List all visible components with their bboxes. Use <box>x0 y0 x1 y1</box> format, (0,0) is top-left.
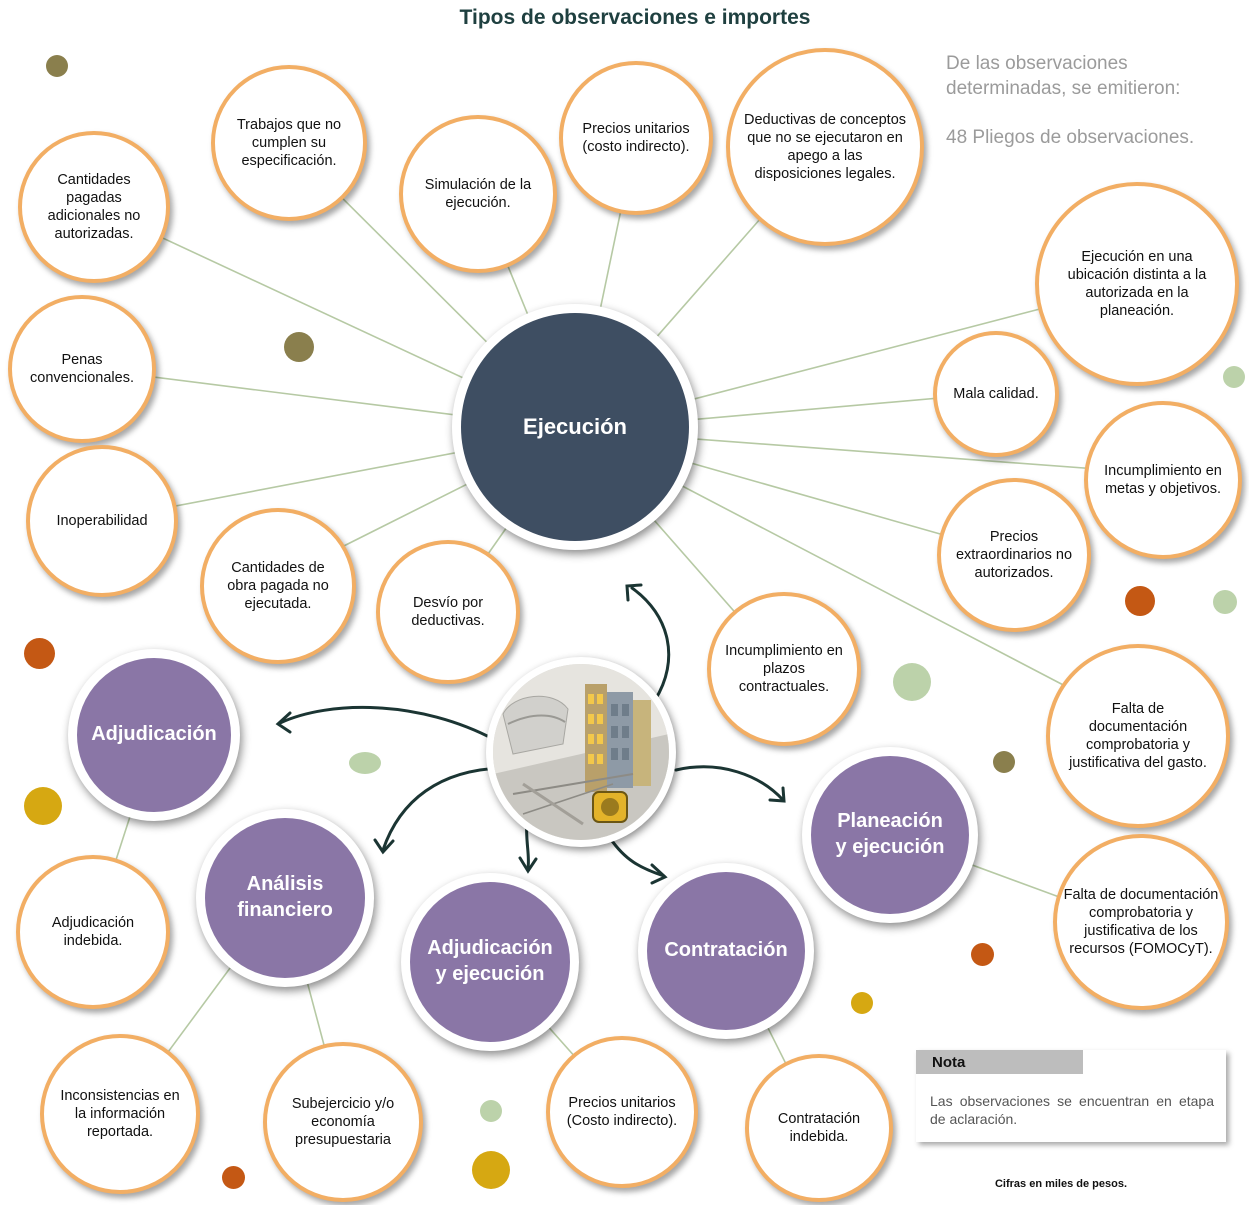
arrow-to-ejecucion <box>630 586 671 702</box>
decor-dot <box>24 787 62 825</box>
obs-incumplimiento-plazos: Incumplimiento en plazos contractuales. <box>707 592 861 746</box>
obs-precios-unitarios-2: Precios unitarios (Costo indirecto). <box>546 1036 698 1188</box>
obs-contratacion-indebida: Contratación indebida. <box>745 1054 893 1202</box>
obs-label: Subejercicio y/o economía presupuestaria <box>291 1095 395 1149</box>
decor-dot <box>349 752 381 774</box>
obs-mala-calidad: Mala calidad. <box>933 331 1059 457</box>
decor-dot <box>472 1151 510 1189</box>
obs-subejercicio: Subejercicio y/o economía presupuestaria <box>263 1042 423 1202</box>
obs-label: Ejecución en una ubicación distinta a la… <box>1067 248 1207 320</box>
arrow-to-planeacion <box>674 765 785 802</box>
obs-inoperabilidad: Inoperabilidad <box>26 445 178 597</box>
arrow-to-adjudicacion <box>278 705 497 742</box>
decor-dot <box>1213 590 1237 614</box>
obs-label: Desvío por deductivas. <box>411 594 485 629</box>
construction-illustration <box>493 664 669 840</box>
obs-label: Contratación indebida. <box>777 1110 861 1145</box>
hub-label: Contratación <box>664 939 788 962</box>
decor-dot <box>46 55 68 77</box>
obs-label: Incumplimiento en plazos contractuales. <box>725 642 843 696</box>
decor-dot <box>851 992 873 1014</box>
hub-label: Planeación y ejecución <box>835 810 945 858</box>
obs-label: Adjudicación indebida. <box>51 914 135 949</box>
obs-label: Deductivas de conceptos que no se ejecut… <box>744 111 907 183</box>
obs-label: Cantidades de obra pagada no ejecutada. <box>227 559 329 613</box>
obs-label: Mala calidad. <box>953 385 1039 402</box>
hub-contratacion: Contratación <box>638 863 814 1039</box>
hub-ejecucion-label: Ejecución <box>523 413 627 439</box>
diagram-title: Tipos de observaciones e importes <box>459 6 811 29</box>
note-text: Las observaciones se encuentran en etapa… <box>930 1093 1214 1128</box>
hub-adjudicacion: Adjudicación <box>68 649 240 821</box>
hub-ejecucion: Ejecución <box>452 304 698 550</box>
decor-dot <box>971 943 994 966</box>
hub-label: Adjudicación y ejecución <box>427 937 553 985</box>
arrow-to-contratacion <box>608 836 666 878</box>
obs-desvio: Desvío por deductivas. <box>376 540 520 684</box>
obs-inconsistencias: Inconsistencias en la información report… <box>40 1034 200 1194</box>
decor-dot <box>480 1100 502 1122</box>
hub-planeacion-ejecucion: Planeación y ejecución <box>802 747 978 923</box>
decor-dot <box>24 638 55 669</box>
arrow-to-analisis <box>381 766 504 852</box>
obs-label: Incumplimiento en metas y objetivos. <box>1104 462 1222 497</box>
obs-penas: Penas convencionales. <box>8 295 156 443</box>
obs-label: Precios extraordinarios no autorizados. <box>955 528 1073 582</box>
obs-obra-no-ejecutada: Cantidades de obra pagada no ejecutada. <box>200 508 356 664</box>
footnote: Cifras en miles de pesos. <box>994 1178 1128 1190</box>
obs-label: Falta de documentación comprobatoria y j… <box>1069 700 1207 772</box>
obs-label: Cantidades pagadas adicionales no autori… <box>47 171 141 243</box>
obs-label: Simulación de la ejecución. <box>424 176 532 211</box>
obs-ubicacion-distinta: Ejecución en una ubicación distinta a la… <box>1035 182 1239 386</box>
obs-label: Penas convencionales. <box>30 351 134 386</box>
obs-label: Inoperabilidad <box>56 512 148 529</box>
obs-label: Precios unitarios (costo indirecto). <box>582 120 690 155</box>
hub-analisis-financiero: Análisis financiero <box>196 809 374 987</box>
obs-label: Inconsistencias en la información report… <box>60 1087 180 1141</box>
info-pliegos: 48 Pliegos de observaciones. <box>946 127 1195 148</box>
obs-falta-doc-gasto: Falta de documentación comprobatoria y j… <box>1046 644 1230 828</box>
info-emitted: De las observaciones determinadas, se em… <box>946 53 1181 99</box>
obs-precios-unitarios: Precios unitarios (costo indirecto). <box>559 61 713 215</box>
obs-trabajos-no-cumplen: Trabajos que no cumplen su especificació… <box>211 65 367 221</box>
note-box: Nota Las observaciones se encuentran en … <box>916 1050 1226 1142</box>
obs-simulacion: Simulación de la ejecución. <box>399 115 557 273</box>
hub-adjudicacion-ejecucion: Adjudicación y ejecución <box>401 873 579 1051</box>
decor-dot <box>222 1166 245 1189</box>
note-heading: Nota <box>916 1050 1083 1074</box>
obs-cantidades-pagadas: Cantidades pagadas adicionales no autori… <box>18 131 170 283</box>
obs-label: Trabajos que no cumplen su especificació… <box>236 116 342 170</box>
decor-dot <box>1223 366 1245 388</box>
obs-falta-doc-fomocyt: Falta de documentación comprobatoria y j… <box>1053 834 1229 1010</box>
decor-dot <box>893 663 931 701</box>
obs-incumplimiento-metas: Incumplimiento en metas y objetivos. <box>1084 401 1242 559</box>
obs-deductivas: Deductivas de conceptos que no se ejecut… <box>726 48 924 246</box>
decor-dot <box>1125 586 1155 616</box>
obs-label: Precios unitarios (Costo indirecto). <box>566 1094 678 1129</box>
construction-photo <box>486 657 676 847</box>
hub-label: Adjudicación <box>91 723 217 746</box>
hub-label: Análisis financiero <box>237 873 333 921</box>
obs-label: Falta de documentación comprobatoria y j… <box>1063 886 1219 958</box>
obs-adjudicacion-indebida: Adjudicación indebida. <box>16 855 170 1009</box>
obs-precios-extraordinarios: Precios extraordinarios no autorizados. <box>937 478 1091 632</box>
decor-dot <box>284 332 314 362</box>
decor-dot <box>993 751 1015 773</box>
